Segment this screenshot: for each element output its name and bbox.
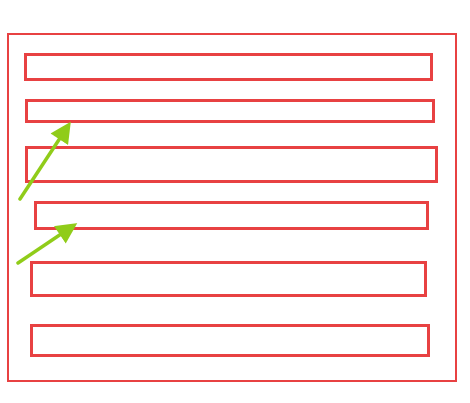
outer-frame — [7, 33, 457, 382]
row-box-6 — [30, 324, 430, 357]
row-box-3 — [25, 146, 438, 183]
row-box-2 — [25, 99, 435, 123]
row-box-4 — [34, 201, 429, 230]
row-box-1 — [24, 53, 433, 81]
row-box-5 — [30, 261, 427, 297]
